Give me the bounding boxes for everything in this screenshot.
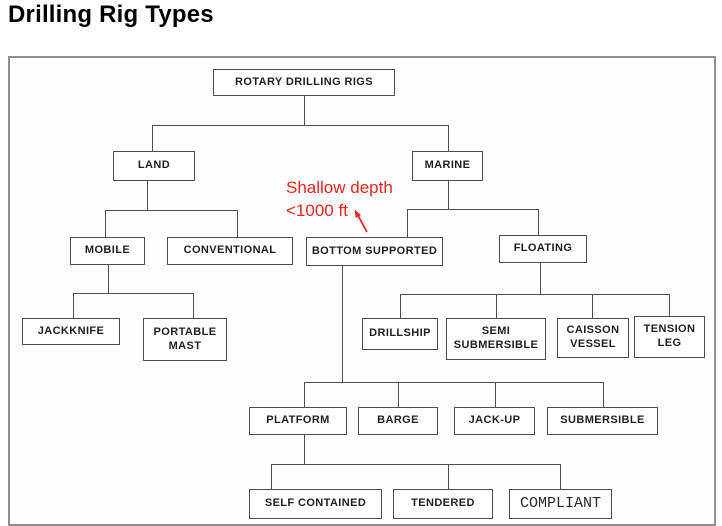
annotation-shallow-depth: Shallow depth <1000 ft: [286, 176, 416, 233]
connector: [237, 210, 238, 237]
node-bottom-supported: BOTTOM SUPPORTED: [306, 237, 443, 266]
connector: [398, 382, 399, 407]
node-mobile: MOBILE: [70, 237, 145, 265]
connector: [400, 294, 670, 295]
node-self-contained: SELF CONTAINED: [249, 489, 382, 519]
connector: [193, 293, 194, 318]
connector: [271, 464, 561, 465]
connector: [105, 210, 106, 237]
node-caisson-vessel: CAISSON VESSEL: [557, 318, 629, 358]
node-rotary-drilling-rigs: ROTARY DRILLING RIGS: [213, 69, 395, 96]
node-land: LAND: [113, 151, 195, 181]
connector: [538, 209, 539, 235]
annotation-line-1: Shallow depth: [286, 178, 393, 197]
connector: [73, 293, 74, 318]
node-marine: MARINE: [412, 151, 483, 181]
connector: [108, 265, 109, 293]
node-conventional: CONVENTIONAL: [167, 237, 293, 265]
node-barge: BARGE: [358, 407, 438, 435]
page-title: Drilling Rig Types: [8, 1, 214, 28]
connector: [448, 181, 449, 209]
connector: [540, 263, 541, 294]
annotation-line-2: <1000 ft: [286, 201, 348, 220]
diagram-frame: [8, 56, 716, 526]
node-jackknife: JACKKNIFE: [22, 318, 120, 345]
connector: [304, 382, 604, 383]
node-submersible: SUBMERSIBLE: [547, 407, 658, 435]
connector: [400, 294, 401, 318]
connector: [603, 382, 604, 407]
connector: [448, 464, 449, 489]
node-tension-leg: TENSION LEG: [634, 316, 705, 358]
connector: [669, 294, 670, 316]
connector: [152, 125, 449, 126]
connector: [271, 464, 272, 489]
connector: [304, 435, 305, 464]
connector: [152, 125, 153, 151]
node-jack-up: JACK-UP: [454, 407, 535, 435]
connector: [147, 181, 148, 210]
connector: [495, 382, 496, 407]
connector: [407, 209, 408, 237]
node-tendered: TENDERED: [393, 489, 493, 519]
node-floating: FLOATING: [499, 235, 587, 263]
connector: [448, 125, 449, 151]
node-semi-submersible: SEMI SUBMERSIBLE: [446, 318, 546, 360]
node-portable-mast: PORTABLE MAST: [143, 318, 227, 361]
node-drillship: DRILLSHIP: [362, 318, 438, 350]
node-compliant: COMPLIANT: [509, 489, 612, 519]
connector: [304, 96, 305, 125]
connector: [496, 294, 497, 318]
node-platform: PLATFORM: [249, 407, 347, 435]
connector: [407, 209, 539, 210]
connector: [73, 293, 194, 294]
connector: [304, 382, 305, 407]
connector: [560, 464, 561, 489]
connector: [592, 294, 593, 318]
annotation-arrow-icon: [354, 209, 368, 233]
connector: [342, 266, 343, 382]
connector: [105, 210, 238, 211]
